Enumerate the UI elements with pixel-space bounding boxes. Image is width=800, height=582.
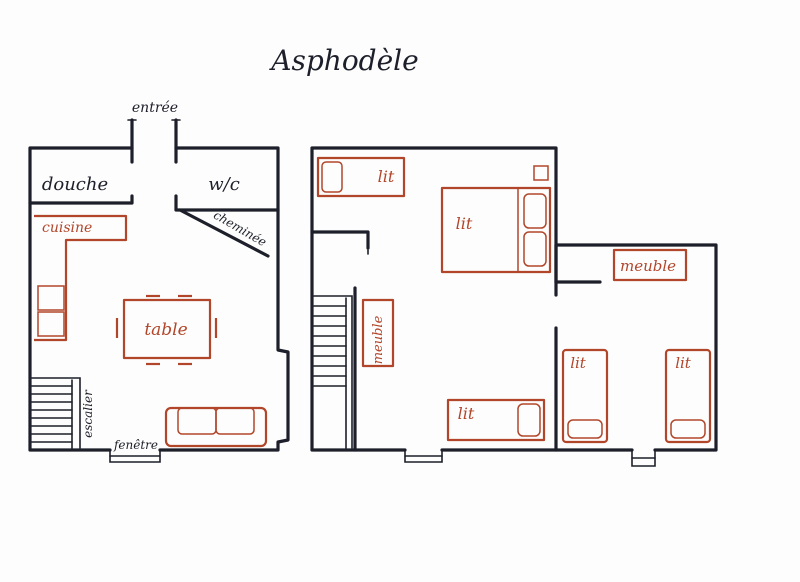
plan-title: Asphodèle — [268, 44, 418, 77]
ground-floor-outer-wall-right — [158, 146, 290, 452]
upper-floor-plan: lit lit meuble meuble lit lit lit — [310, 146, 718, 467]
label-fenetre: fenêtre — [113, 438, 158, 452]
dining-table — [122, 298, 212, 360]
label-meuble-right: meuble — [620, 257, 676, 275]
double-bed — [440, 186, 552, 274]
stairs-outline — [313, 295, 353, 449]
stairs-outline — [31, 377, 81, 449]
nightstand — [533, 165, 549, 181]
bed-top-left — [316, 156, 406, 198]
label-lit-right-2: lit — [675, 354, 692, 372]
label-lit-bottom: lit — [458, 404, 475, 423]
sofa — [164, 406, 268, 448]
stair-landing-wall — [310, 230, 370, 250]
wc-wall — [174, 194, 280, 212]
upper-floor-outer-wall — [310, 146, 558, 452]
upper-floor-stairs — [313, 295, 353, 449]
douche-wall — [28, 194, 134, 205]
label-lit-right-1: lit — [570, 354, 587, 372]
cabinet-vertical — [361, 298, 395, 368]
kitchen-appliance — [37, 285, 65, 311]
label-wc: w/c — [208, 174, 240, 195]
label-douche: douche — [42, 174, 108, 195]
label-lit-top-left: lit — [378, 167, 395, 186]
cabinet-right — [612, 248, 688, 282]
label-entree: entrée — [132, 100, 178, 116]
label-escalier: escalier — [81, 389, 95, 438]
bed-bottom — [446, 398, 546, 442]
bed-right-1 — [561, 348, 609, 444]
ground-floor-outer-wall — [28, 146, 134, 452]
upper-floor-outer-wall-right — [554, 243, 718, 452]
label-cuisine: cuisine — [42, 220, 92, 236]
label-meuble-vertical: meuble — [371, 315, 386, 364]
label-lit-double: lit — [456, 214, 473, 233]
ground-floor-stairs — [31, 377, 81, 449]
bed-right-2 — [664, 348, 712, 444]
label-table: table — [144, 320, 187, 340]
ground-floor-plan: entrée douche w/c cuisine cheminée table… — [28, 100, 290, 463]
kitchen-appliance — [37, 311, 65, 337]
kitchen-counter — [34, 214, 128, 342]
chimney-wall — [178, 208, 270, 258]
